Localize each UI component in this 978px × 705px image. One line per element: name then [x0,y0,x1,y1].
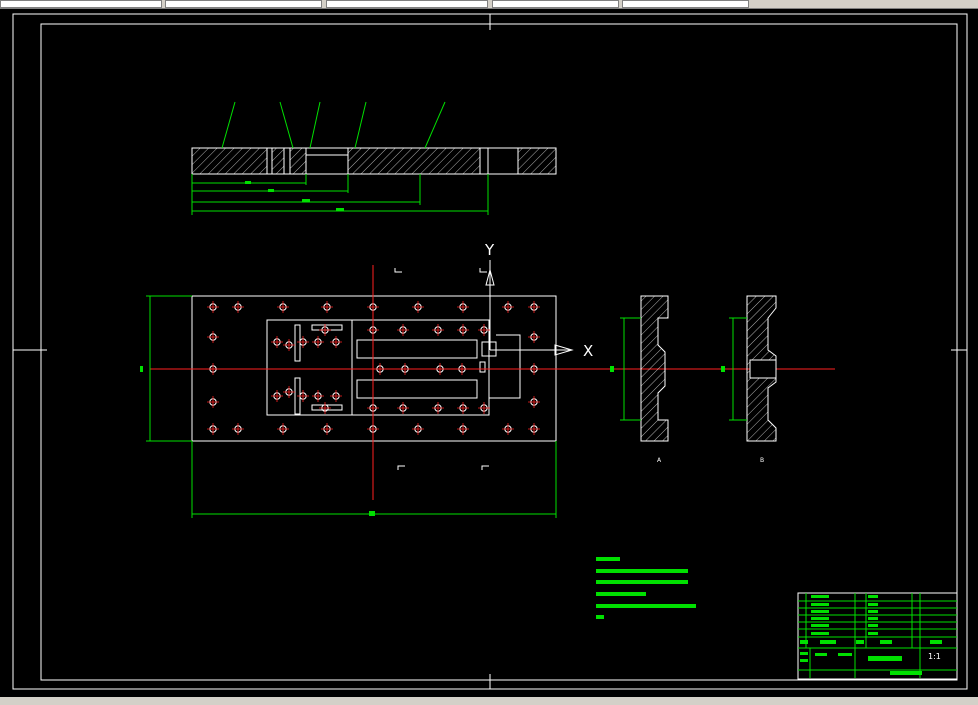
plan-view [140,265,835,518]
y-axis-label: Y [484,241,495,259]
hole-centerline [367,423,379,435]
hole-centerline [312,390,324,402]
mounting-holes [207,301,540,435]
hole-centerline [528,363,540,375]
cad-drawing[interactable]: Y X [0,9,978,697]
scale-value: 1:1 [928,652,941,661]
section-label-b: B [760,457,764,464]
hole-centerline [319,402,331,414]
status-bar [0,697,978,705]
toolbar-field[interactable] [326,0,488,8]
technical-notes [596,557,696,619]
inner-frame [40,23,958,681]
hole-centerline [207,423,219,435]
section-view-a: A [610,295,669,464]
toolbar-field[interactable] [165,0,322,8]
toolbar-field[interactable] [492,0,619,8]
hole-centerline [232,301,244,313]
hole-centerline [457,402,469,414]
hole-centerline [321,423,333,435]
hole-centerline [319,324,331,336]
top-toolbar [0,0,978,9]
hole-centerline [502,301,514,313]
hole-centerline [271,390,283,402]
hole-centerline [528,301,540,313]
hole-centerline [367,324,379,336]
section-view-b: B [721,295,777,464]
hole-centerline [528,331,540,343]
hole-centerline [277,423,289,435]
axis-indicator: Y X [484,241,593,360]
hole-centerline [297,390,309,402]
hole-centerline [457,324,469,336]
hole-centerline [397,324,409,336]
hole-centerline [457,301,469,313]
hole-centerline [528,396,540,408]
hole-centerline [478,324,490,336]
center-marks [13,14,967,689]
hole-centerline [232,423,244,435]
hole-centerline [399,363,411,375]
hole-centerline [397,402,409,414]
x-axis-label: X [583,342,593,360]
hole-centerline [432,402,444,414]
hole-centerline [283,339,295,351]
hole-centerline [457,423,469,435]
hole-centerline [312,336,324,348]
hole-centerline [207,301,219,313]
hole-centerline [367,402,379,414]
hole-centerline [330,390,342,402]
hole-centerline [367,301,379,313]
hole-centerline [271,336,283,348]
hole-centerline [330,336,342,348]
hole-centerline [297,336,309,348]
hole-centerline [412,301,424,313]
section-view-top [191,101,557,215]
hole-centerline [456,363,468,375]
hole-centerline [207,396,219,408]
hole-centerline [207,363,219,375]
hole-centerline [434,363,446,375]
hole-centerline [321,301,333,313]
hole-centerline [207,331,219,343]
hole-centerline [528,423,540,435]
outer-border [12,13,968,690]
title-block: 1:1 [797,592,958,680]
hole-centerline [432,324,444,336]
hole-centerline [277,301,289,313]
toolbar-field[interactable] [622,0,749,8]
hole-centerline [412,423,424,435]
hole-centerline [283,386,295,398]
section-label-a: A [657,457,662,464]
toolbar-field[interactable] [0,0,162,8]
hole-centerline [374,363,386,375]
hole-centerline [478,402,490,414]
hole-centerline [502,423,514,435]
